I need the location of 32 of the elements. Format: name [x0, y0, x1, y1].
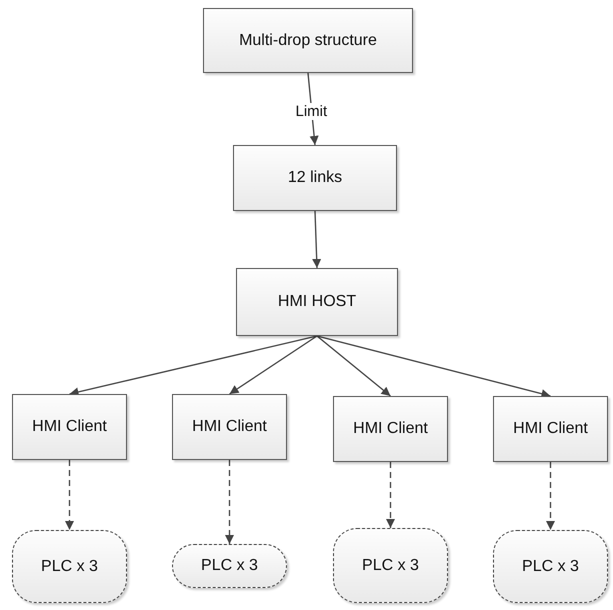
- arrow: [316, 335, 551, 398]
- arrow: [312, 210, 322, 268]
- process-box: [12, 394, 127, 460]
- process-box: [203, 8, 413, 73]
- node-label: HMI Client: [32, 417, 107, 437]
- node-label: PLC x 3: [41, 556, 98, 576]
- rounded-dashed-box: [333, 528, 448, 603]
- node-label: HMI Client: [353, 419, 428, 439]
- node-label: HMI Client: [192, 417, 267, 437]
- node-label: HMI Client: [513, 419, 588, 439]
- process-box: [236, 268, 398, 336]
- edge-label: Limit: [294, 102, 330, 120]
- process-box: [333, 396, 448, 462]
- rounded-dashed-box: [172, 544, 287, 588]
- process-box: [493, 396, 608, 462]
- node-label: PLC x 3: [522, 556, 579, 576]
- node-label: PLC x 3: [362, 556, 419, 576]
- rounded-dashed-box: [12, 530, 127, 603]
- arrow: [316, 336, 391, 396]
- arrow: [229, 335, 318, 395]
- node-label: PLC x 3: [201, 556, 258, 576]
- arrow: [386, 462, 396, 528]
- node-label: 12 links: [288, 168, 342, 188]
- process-box: [233, 145, 397, 211]
- node-label: HMI HOST: [278, 292, 356, 312]
- rounded-dashed-box: [493, 530, 608, 603]
- arrow: [224, 460, 234, 544]
- arrow: [64, 460, 74, 530]
- process-box: [172, 394, 287, 460]
- arrow: [69, 335, 318, 396]
- node-label: Multi-drop structure: [239, 30, 377, 50]
- arrow: [546, 462, 556, 530]
